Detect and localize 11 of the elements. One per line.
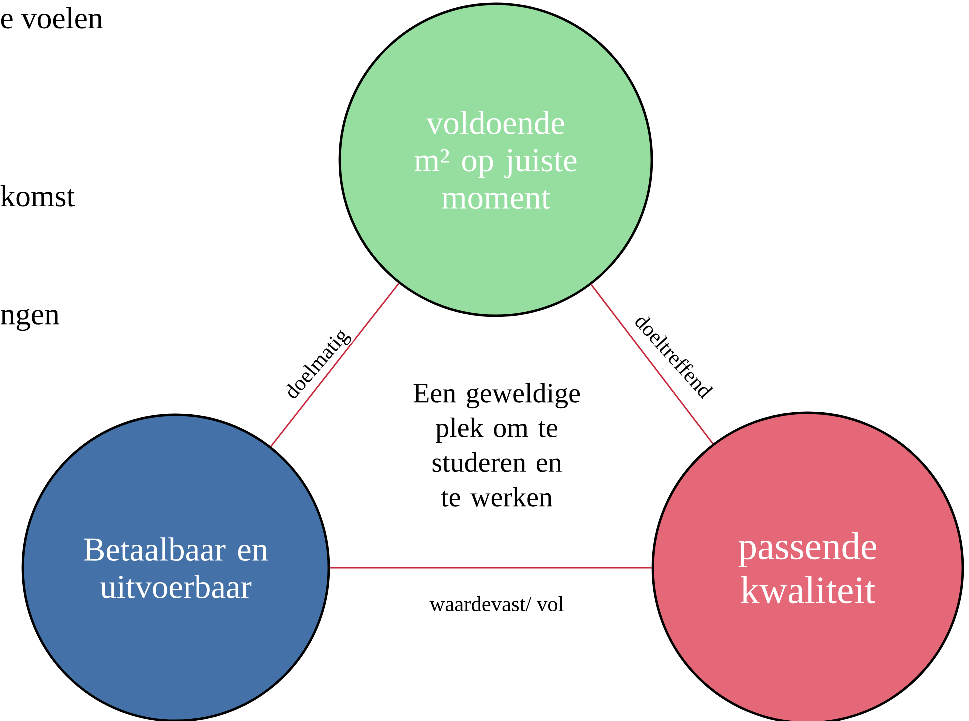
cut-off-text: komst: [0, 185, 76, 207]
connector-line: [270, 283, 400, 448]
circle-node: voldoende m² op juiste moment: [338, 2, 654, 318]
center-text: Een geweldige plek om te studeren en te werken: [414, 383, 580, 507]
edge-label: waardevast/ vol: [428, 595, 566, 613]
connector-line: [590, 284, 714, 444]
circle-node: Betaalbaar en uitvoerbaar: [22, 414, 330, 721]
connector-line: [330, 567, 652, 569]
cut-off-text: e voelen: [1, 7, 103, 29]
circle-node: passende kwaliteit: [652, 412, 964, 721]
cut-off-text: ngen: [0, 308, 60, 332]
